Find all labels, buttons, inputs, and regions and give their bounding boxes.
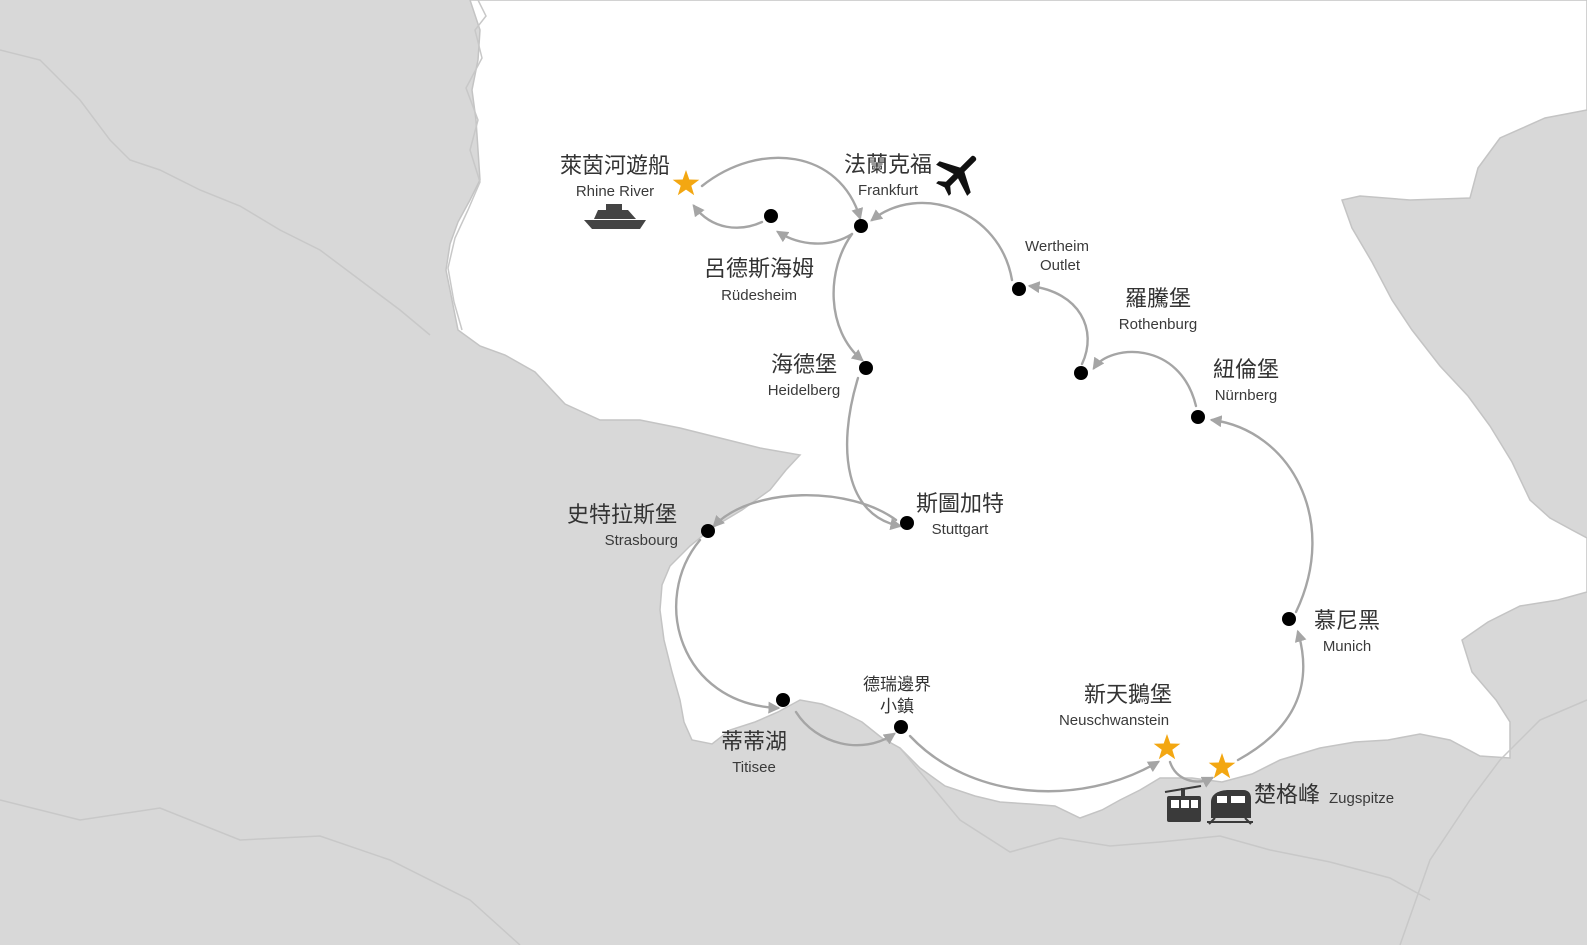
route-bordertown-to-neuschwanstein bbox=[908, 734, 1161, 793]
label-neuschwanstein-zh: 新天鵝堡 bbox=[1084, 683, 1172, 708]
route-wertheim-to-frankfurt bbox=[870, 201, 1014, 282]
dot-rudesheim[interactable] bbox=[764, 209, 778, 223]
label-rothenburg-en: Rothenburg bbox=[1119, 316, 1197, 333]
label-munich-en: Munich bbox=[1323, 638, 1371, 655]
label-stuttgart-zh: 斯圖加特 bbox=[916, 492, 1004, 517]
star-rhine-river[interactable] bbox=[672, 170, 700, 196]
border-line-south bbox=[899, 747, 1431, 901]
dot-nurnberg[interactable] bbox=[1191, 410, 1205, 424]
label-zugspitze-en: Zugspitze bbox=[1329, 790, 1394, 807]
route-frankfurt-to-heidelberg bbox=[832, 232, 864, 362]
border-line-west-2 bbox=[0, 49, 431, 336]
boat-icon bbox=[584, 204, 646, 229]
label-stuttgart-en: Stuttgart bbox=[932, 521, 990, 538]
label-border-town-line1: 德瑞邊界 bbox=[863, 675, 931, 695]
dot-border-town[interactable] bbox=[894, 720, 908, 734]
label-rhine-river-en: Rhine River bbox=[576, 183, 654, 200]
label-strasbourg-en: Strasbourg bbox=[605, 532, 678, 549]
city-labels: 萊茵河遊船 Rhine River 法蘭克福 Frankfurt 呂德斯海姆 R… bbox=[560, 153, 1394, 808]
route-munich-to-nurnberg bbox=[1209, 415, 1314, 614]
germany-region bbox=[445, 0, 1587, 819]
label-munich-zh: 慕尼黑 bbox=[1314, 609, 1380, 634]
label-neuschwanstein-en: Neuschwanstein bbox=[1059, 712, 1169, 729]
dot-stuttgart[interactable] bbox=[900, 516, 914, 530]
label-nurnberg-zh: 紐倫堡 bbox=[1213, 358, 1279, 383]
dot-strasbourg[interactable] bbox=[701, 524, 715, 538]
dot-rothenburg[interactable] bbox=[1074, 366, 1088, 380]
route-rothenburg-to-wertheim bbox=[1027, 281, 1089, 366]
label-titisee-zh: 蒂蒂湖 bbox=[721, 730, 787, 755]
route-frankfurt-to-rudesheim bbox=[775, 230, 854, 245]
label-border-town-line2: 小鎮 bbox=[880, 697, 914, 717]
cable-car-icon bbox=[1164, 785, 1202, 822]
dot-titisee[interactable] bbox=[776, 693, 790, 707]
star-neuschwanstein[interactable] bbox=[1153, 734, 1181, 760]
route-heidelberg-to-stuttgart bbox=[845, 376, 903, 531]
dot-munich[interactable] bbox=[1282, 612, 1296, 626]
label-rudesheim-en: Rüdesheim bbox=[721, 287, 797, 304]
train-icon bbox=[1207, 790, 1253, 825]
label-rudesheim-zh: 呂德斯海姆 bbox=[704, 257, 814, 282]
route-nurnberg-to-rothenburg bbox=[1092, 350, 1198, 408]
route-rhine-to-frankfurt bbox=[700, 156, 864, 221]
label-strasbourg-zh: 史特拉斯堡 bbox=[567, 503, 677, 528]
dot-frankfurt[interactable] bbox=[854, 219, 868, 233]
route-titisee-to-bordertown bbox=[794, 710, 896, 747]
label-rothenburg-zh: 羅騰堡 bbox=[1125, 287, 1191, 312]
border-line-west bbox=[447, 0, 487, 331]
route-stuttgart-to-strasbourg bbox=[712, 494, 898, 528]
label-wertheim-line2: Outlet bbox=[1040, 257, 1081, 274]
route-neuschwanstein-to-zugspitze bbox=[1168, 760, 1215, 788]
label-frankfurt-en: Frankfurt bbox=[858, 182, 919, 199]
label-wertheim-line1: Wertheim bbox=[1025, 238, 1089, 255]
route-strasbourg-to-titisee bbox=[675, 538, 781, 714]
border-line-southwest bbox=[0, 799, 521, 945]
dot-wertheim[interactable] bbox=[1012, 282, 1026, 296]
route-rudesheim-to-rhine bbox=[692, 204, 764, 229]
route-lines bbox=[675, 156, 1314, 793]
dot-markers bbox=[701, 209, 1296, 734]
label-nurnberg-en: Nürnberg bbox=[1215, 387, 1278, 404]
label-zugspitze-zh: 楚格峰 bbox=[1254, 783, 1320, 808]
label-titisee-en: Titisee bbox=[732, 759, 776, 776]
star-zugspitze[interactable] bbox=[1208, 753, 1236, 779]
route-zugspitze-to-munich bbox=[1236, 629, 1307, 762]
star-markers bbox=[672, 170, 1236, 779]
label-heidelberg-en: Heidelberg bbox=[768, 382, 841, 399]
airplane-icon bbox=[936, 155, 977, 196]
border-line-east bbox=[1399, 699, 1587, 945]
dot-heidelberg[interactable] bbox=[859, 361, 873, 375]
label-rhine-river-zh: 萊茵河遊船 bbox=[560, 154, 670, 179]
label-heidelberg-zh: 海德堡 bbox=[771, 353, 837, 378]
label-frankfurt-zh: 法蘭克福 bbox=[844, 153, 932, 178]
